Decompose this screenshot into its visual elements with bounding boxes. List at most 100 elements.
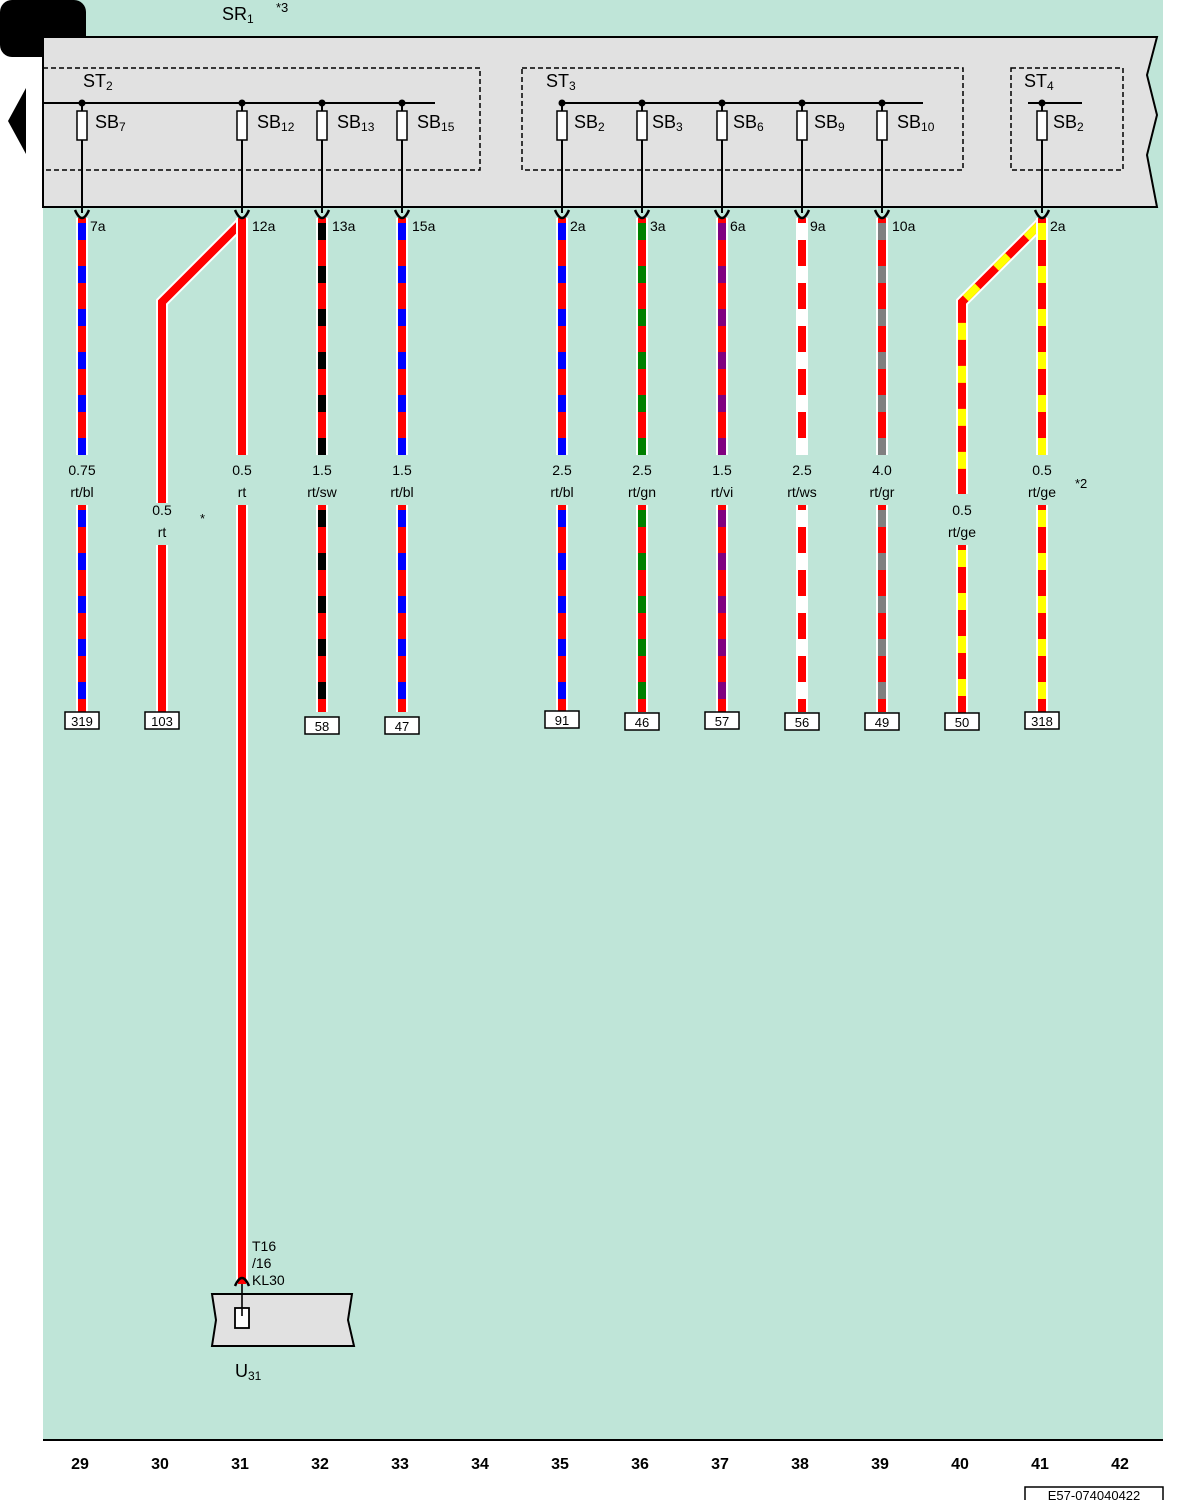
column-number: 33 — [391, 1456, 409, 1473]
svg-text:58: 58 — [315, 719, 329, 734]
fuse-sb13: SB13 — [316, 99, 375, 213]
fuse-label: SB7 — [95, 112, 126, 134]
wire-color-label: rt/sw — [307, 484, 337, 500]
column-number: 32 — [311, 1456, 329, 1473]
column-number: 30 — [151, 1456, 169, 1473]
fuse-label: SB12 — [257, 112, 295, 134]
svg-text:49: 49 — [875, 715, 889, 730]
wire-color-label: rt/gn — [628, 484, 656, 500]
strip-st2-label: ST2 — [83, 71, 113, 93]
pin-label: 3a — [650, 218, 666, 234]
fuse-sb3: SB3 — [636, 99, 683, 213]
strip-st2-box — [42, 67, 481, 171]
fuse-sb15: SB15 — [396, 99, 455, 213]
wire-size-label: 0.5 — [232, 462, 252, 478]
receptacle-icon — [793, 209, 811, 220]
connection-box: 103 — [144, 711, 180, 730]
component-pin-line: KL30 — [252, 1272, 285, 1288]
fuse-icon — [396, 110, 408, 141]
connection-box: 47 — [384, 716, 420, 735]
receptacle-icon — [553, 209, 571, 220]
svg-text:57: 57 — [715, 714, 729, 729]
fuse-icon — [876, 110, 888, 141]
wire-color-label: rt/bl — [550, 484, 573, 500]
pin-label: 2a — [570, 218, 586, 234]
svg-text:103: 103 — [151, 714, 173, 729]
pin-label: 10a — [892, 218, 916, 234]
fuse-icon — [1036, 110, 1048, 141]
svg-text:47: 47 — [395, 719, 409, 734]
column-number: 39 — [871, 1456, 889, 1473]
reference-code: E57-074040422 — [1048, 1488, 1141, 1500]
fuse-icon — [236, 110, 248, 141]
column-number: 40 — [951, 1456, 969, 1473]
receptacle-icon — [73, 209, 91, 220]
wire-size-label: 0.5 — [1032, 462, 1052, 478]
fuse-label: SB9 — [814, 112, 845, 134]
pin-label: 2a — [1050, 218, 1066, 234]
wire-segment — [956, 217, 1047, 494]
connection-box: 57 — [704, 711, 740, 730]
connection-box: 91 — [544, 710, 580, 729]
svg-text:319: 319 — [71, 714, 93, 729]
wire-size-label: 1.5 — [312, 462, 332, 478]
receptacle-icon — [1033, 209, 1051, 220]
wire-size-label: 2.5 — [552, 462, 572, 478]
svg-text:46: 46 — [635, 715, 649, 730]
connection-box: 46 — [624, 712, 660, 731]
column-number: 36 — [631, 1456, 649, 1473]
column-number: 37 — [711, 1456, 729, 1473]
receptacle-icon — [633, 209, 651, 220]
receptacle-icon — [313, 209, 331, 220]
fuse-sb12: SB12 — [236, 99, 295, 213]
connection-box: 318 — [1024, 711, 1060, 730]
receptacle-layer — [73, 209, 1051, 1287]
receptacle-icon — [713, 209, 731, 220]
pin-label: 12a — [252, 218, 276, 234]
column-number: 35 — [551, 1456, 569, 1473]
wire-color-label: rt — [238, 484, 247, 500]
strip-st3-label: ST3 — [546, 71, 576, 93]
component-pin-line: T16 — [252, 1238, 276, 1254]
connection-box: 319 — [64, 711, 100, 730]
wire-size-label: 4.0 — [872, 462, 892, 478]
column-number: 41 — [1031, 1456, 1049, 1473]
receptacle-icon — [873, 209, 891, 220]
fuse-sb10: SB10 — [876, 99, 935, 213]
wire-size-label: 0.75 — [68, 462, 95, 478]
svg-text:318: 318 — [1031, 714, 1053, 729]
distributor-label: SR1 — [222, 4, 254, 26]
component-u31-box — [210, 1293, 356, 1347]
strip-st4-label: ST4 — [1024, 71, 1054, 93]
wire-note: *2 — [1075, 476, 1087, 491]
pin-label: 13a — [332, 218, 356, 234]
column-number: 38 — [791, 1456, 809, 1473]
pin-label: 7a — [90, 218, 106, 234]
component-pin-line: /16 — [252, 1255, 272, 1271]
wire-color-label: rt — [158, 524, 167, 540]
pin-label: 15a — [412, 218, 436, 234]
fuse-label: SB15 — [417, 112, 455, 134]
fuse-label: SB6 — [733, 112, 764, 134]
column-number: 34 — [471, 1456, 489, 1473]
fuse-sb6: SB6 — [716, 99, 764, 213]
wire-color-label: rt/gr — [870, 484, 895, 500]
wire-size-label: 2.5 — [792, 462, 812, 478]
svg-text:56: 56 — [795, 715, 809, 730]
pin-label: 6a — [730, 218, 746, 234]
distributor-note: *3 — [276, 0, 288, 15]
strip-st3-box — [521, 67, 964, 171]
fuse-sb7: SB7 — [76, 99, 126, 213]
connection-box: 58 — [304, 716, 340, 735]
fuse-icon — [796, 110, 808, 141]
column-number: 29 — [71, 1456, 89, 1473]
wire-color-label: rt/bl — [70, 484, 93, 500]
receptacle-icon — [233, 209, 251, 220]
connection-box: 49 — [864, 712, 900, 731]
wire-color-label: rt/bl — [390, 484, 413, 500]
svg-text:50: 50 — [955, 715, 969, 730]
wire-color-label: rt/ge — [1028, 484, 1056, 500]
